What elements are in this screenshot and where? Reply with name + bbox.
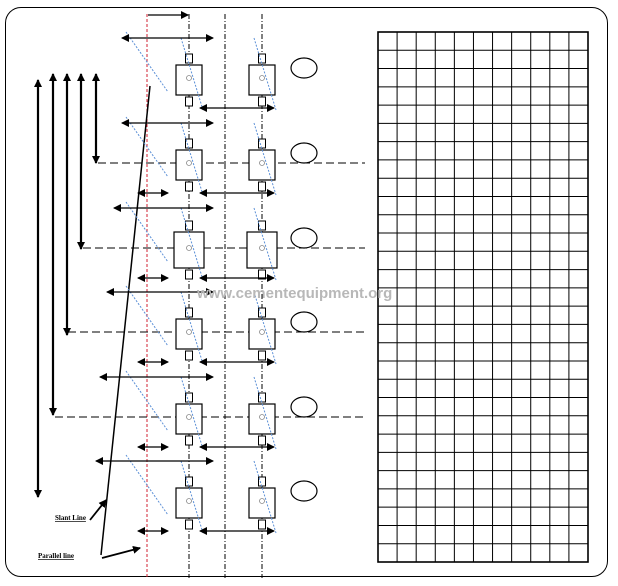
bearing-block [248, 64, 276, 96]
slant-line [125, 116, 169, 178]
bearing-cap-bottom [185, 96, 193, 107]
bearing-cap-bottom [258, 96, 266, 107]
row-circle [290, 311, 318, 333]
bearing-cap-bottom [258, 181, 266, 192]
slant-line-label: Slant Line [55, 514, 86, 522]
shaft-centre [186, 414, 192, 420]
row-circle [290, 396, 318, 418]
slant-line [125, 201, 169, 263]
grid-border [377, 31, 589, 563]
shaft-centre [186, 329, 192, 335]
bearing-cap-top [258, 220, 266, 231]
row-2 [98, 116, 365, 197]
bearing-block [248, 149, 276, 181]
row-circle [290, 142, 318, 164]
vertical-dimension-arrows [34, 73, 100, 498]
shaft-centre [259, 75, 265, 81]
bearing-block [175, 318, 203, 350]
shaft-centre [186, 245, 192, 251]
row-5 [55, 370, 365, 451]
diagram-frame [5, 7, 608, 577]
bearing-cap-bottom [185, 181, 193, 192]
bearing-block [175, 64, 203, 96]
row-3 [83, 201, 365, 282]
bearing-block [175, 403, 203, 435]
row-circle [290, 480, 318, 502]
shaft-centre [186, 75, 192, 81]
parallel-line-label: Parallel line [38, 552, 74, 560]
bearing-cap-top [185, 220, 193, 231]
bearing-block [248, 487, 276, 519]
shaft-centre [259, 160, 265, 166]
bearing-cap-bottom [185, 269, 193, 280]
bearing-cap-bottom [185, 350, 193, 361]
row-circle [290, 227, 318, 249]
bearing-cap-bottom [258, 350, 266, 361]
shaft-centre [259, 498, 265, 504]
bearing-block [175, 487, 203, 519]
parallel-label-pointer [101, 545, 141, 559]
shaft-centre [186, 498, 192, 504]
shaft-centre [259, 414, 265, 420]
slant-line [125, 285, 169, 347]
watermark: www.cementequipment.org [196, 285, 392, 302]
slant-label-pointer [89, 499, 107, 521]
bearing-block [175, 149, 203, 181]
slant-reference-line [100, 85, 151, 556]
shaft-centre [259, 329, 265, 335]
bearing-cap-bottom [185, 435, 193, 446]
bearing-block [248, 318, 276, 350]
bearing-cap-bottom [258, 435, 266, 446]
bearing-cap-bottom [185, 519, 193, 530]
bearing-cap-bottom [258, 519, 266, 530]
bearing-block [173, 231, 205, 269]
shaft-centre [186, 160, 192, 166]
shaft-centre [259, 245, 265, 251]
row-6 [95, 454, 318, 535]
row-circle [290, 57, 318, 79]
row-4 [68, 285, 365, 366]
slant-line [125, 31, 169, 93]
slant-line [125, 454, 169, 516]
row-1 [121, 31, 318, 112]
bearing-block [246, 231, 278, 269]
slant-line [125, 370, 169, 432]
bearing-block [248, 403, 276, 435]
